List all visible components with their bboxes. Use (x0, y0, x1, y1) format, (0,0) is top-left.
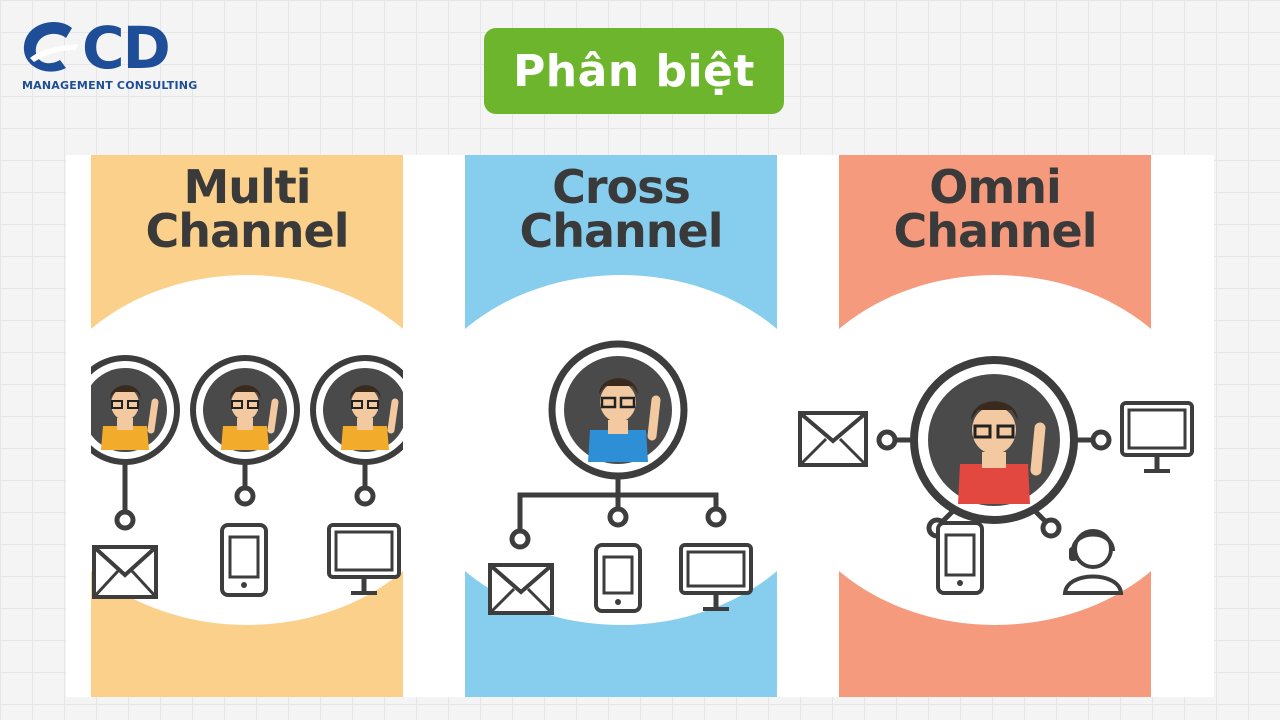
panel-omni-channel: Omni Channel (839, 155, 1151, 697)
panel-title-line1: Multi (183, 160, 311, 214)
company-logo: CD MANAGEMENT CONSULTING (20, 14, 197, 98)
logo-subtitle: MANAGEMENT CONSULTING (22, 79, 198, 92)
channel-comparison: Multi Channel (66, 155, 1214, 697)
person-avatar (190, 355, 300, 507)
page-title: Phân biệt (513, 45, 755, 97)
person-avatar (548, 340, 688, 500)
panel-cross-channel: Cross Channel (465, 155, 777, 697)
panel-title: Cross Channel (465, 160, 777, 258)
panel-title-line2: Channel (145, 204, 349, 258)
omni-side-icons (798, 401, 1194, 473)
headset-icon (1062, 529, 1124, 595)
omni-channel-diagram (839, 356, 1124, 595)
envelope-icon (798, 411, 868, 467)
monitor-icon (327, 523, 401, 595)
cross-channel-diagram (488, 340, 753, 615)
panel-title-line2: Channel (519, 204, 723, 258)
phone-icon (220, 523, 268, 597)
panel-title: Omni Channel (839, 160, 1151, 258)
person-avatar (91, 355, 180, 531)
logo-swoosh-icon (23, 22, 78, 72)
phone-icon (936, 521, 984, 595)
envelope-icon (488, 563, 554, 615)
monitor-icon (679, 543, 753, 611)
panel-title-line2: Channel (893, 204, 1097, 258)
multi-channel-diagram (91, 355, 403, 599)
phone-icon (594, 543, 642, 613)
panel-title-line1: Cross (552, 160, 691, 214)
logo-letters: CD (82, 14, 171, 82)
monitor-icon (1120, 401, 1194, 473)
envelope-icon (92, 545, 158, 599)
panel-title: Multi Channel (91, 160, 403, 258)
title-badge: Phân biệt (484, 28, 784, 114)
person-avatar (310, 355, 403, 507)
panel-title-line1: Omni (929, 160, 1062, 214)
panel-multi-channel: Multi Channel (91, 155, 403, 697)
